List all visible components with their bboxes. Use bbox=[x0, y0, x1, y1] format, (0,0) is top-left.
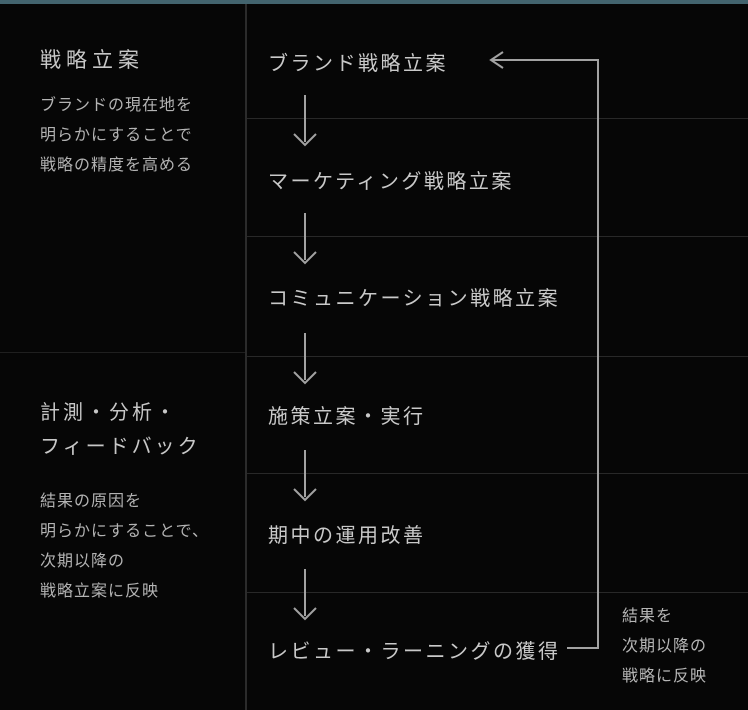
down-arrow-icon bbox=[293, 213, 317, 265]
down-arrow-icon bbox=[293, 333, 317, 385]
feedback-note-line: 次期以降の bbox=[622, 638, 708, 655]
section-heading-planning: 戦略立案 bbox=[40, 44, 144, 74]
down-arrow-icon bbox=[293, 450, 317, 502]
flow-step-brand-strategy: ブランド戦略立案 bbox=[268, 53, 448, 75]
heading-line: 戦略立案 bbox=[40, 48, 144, 72]
feedback-note-line: 戦略に反映 bbox=[622, 668, 708, 685]
section-description-measurement: 結果の原因を 明らかにすることで、 次期以降の 戦略立案に反映 bbox=[40, 487, 209, 607]
section-heading-measurement: 計測・分析・ フィードバック bbox=[40, 396, 201, 464]
heading-line: 計測・分析・ bbox=[40, 402, 178, 424]
description-line: ブランドの現在地を bbox=[40, 97, 194, 114]
column-separator-line bbox=[245, 4, 247, 710]
description-line: 戦略立案に反映 bbox=[40, 583, 160, 600]
description-line: 明らかにすることで、 bbox=[40, 523, 210, 540]
down-arrow-icon bbox=[293, 569, 317, 621]
row-divider bbox=[247, 236, 748, 237]
description-line: 次期以降の bbox=[40, 553, 126, 570]
feedback-loop-arrow-icon bbox=[489, 51, 599, 649]
row-divider bbox=[247, 356, 748, 357]
flow-step-midterm-improvement: 期中の運用改善 bbox=[268, 525, 426, 547]
feedback-note-line: 結果を bbox=[622, 608, 674, 625]
flow-step-review-learning: レビュー・ラーニングの獲得 bbox=[268, 641, 561, 663]
feedback-note: 結果を 次期以降の 戦略に反映 bbox=[622, 602, 707, 692]
flow-step-measure-execution: 施策立案・実行 bbox=[268, 406, 426, 428]
left-section-divider bbox=[0, 352, 245, 353]
row-divider bbox=[247, 473, 748, 474]
row-divider bbox=[247, 118, 748, 119]
down-arrow-icon bbox=[293, 95, 317, 147]
flow-step-communication-strategy: コミュニケーション戦略立案 bbox=[268, 288, 561, 310]
description-line: 明らかにすることで bbox=[40, 127, 193, 144]
row-divider bbox=[247, 592, 748, 593]
top-accent-bar bbox=[0, 0, 748, 4]
description-line: 結果の原因を bbox=[40, 493, 143, 510]
flow-step-marketing-strategy: マーケティング戦略立案 bbox=[268, 171, 514, 193]
description-line: 戦略の精度を高める bbox=[40, 157, 194, 174]
heading-line: フィードバック bbox=[40, 436, 201, 458]
section-description-planning: ブランドの現在地を 明らかにすることで 戦略の精度を高める bbox=[40, 91, 193, 181]
